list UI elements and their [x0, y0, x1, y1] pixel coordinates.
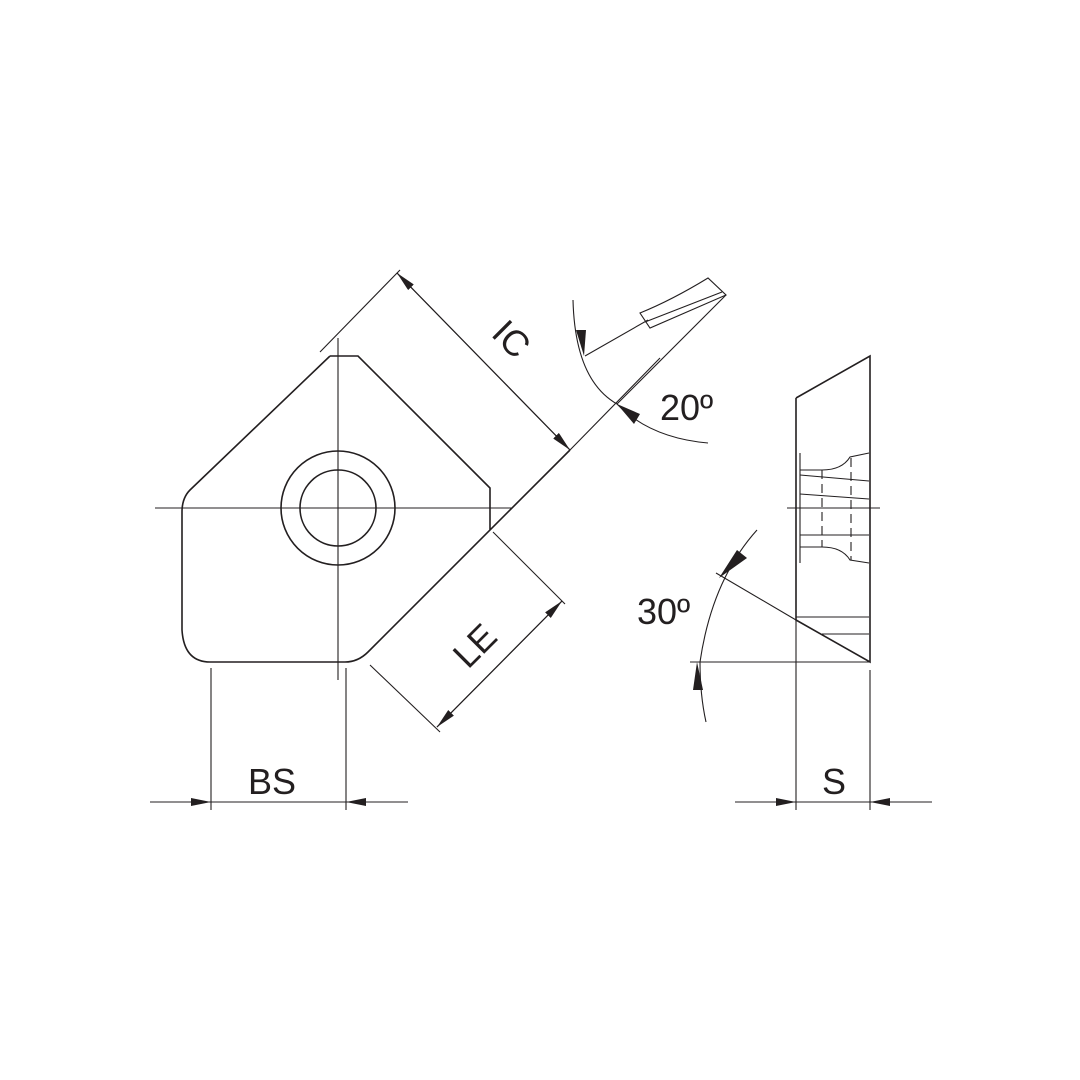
- bs-label: BS: [248, 761, 296, 802]
- side-outline: [795, 354, 871, 664]
- le-label: LE: [445, 616, 505, 676]
- side-angle-dimension: 30º: [637, 529, 870, 723]
- front-view: [155, 338, 661, 680]
- le-dimension: LE: [369, 531, 566, 733]
- s-label: S: [822, 761, 846, 802]
- ic-label: IC: [484, 312, 538, 366]
- bs-dimension: BS: [150, 668, 408, 810]
- insert-outline: [181, 355, 571, 663]
- cutting-edge-extension: [569, 357, 661, 451]
- ic-dimension: IC: [319, 269, 571, 451]
- insert-section-detail: [639, 277, 727, 329]
- clearance-angle-detail: 20º: [572, 277, 727, 444]
- s-dimension: S: [735, 620, 932, 810]
- side-view: [787, 354, 880, 664]
- angle-20-label: 20º: [660, 387, 713, 428]
- angle-30-label: 30º: [637, 591, 690, 632]
